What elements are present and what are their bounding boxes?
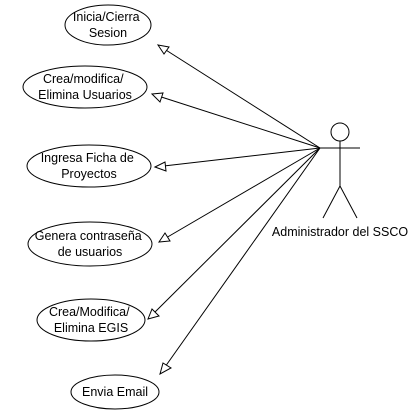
use-case-3-line-1: Ingresa Ficha de <box>41 151 134 165</box>
use-case-5-line-1: Crea/Modifica/ <box>49 305 130 319</box>
use-case-labels: Inicia/Cierra Sesion Crea/modifica/ Elim… <box>35 10 148 399</box>
use-case-6-line-1: Envia Email <box>82 385 148 399</box>
use-case-5 <box>36 298 146 342</box>
use-case-3 <box>26 144 152 188</box>
use-case-3-line-2: Proyectos <box>61 167 117 181</box>
use-case-2 <box>22 65 148 109</box>
actor-label: Administrador del SSCO <box>272 225 408 239</box>
actor-head <box>330 122 350 142</box>
use-case-6 <box>70 374 160 410</box>
actor-figure <box>320 122 360 219</box>
arrowhead-4 <box>158 232 171 243</box>
use-case-1 <box>64 4 152 46</box>
use-cases <box>22 4 160 410</box>
arrowhead-5 <box>147 308 160 320</box>
use-case-3-label: Ingresa Ficha de Proyectos <box>41 151 138 181</box>
use-case-2-label: Crea/modifica/ Elimina Usuarios <box>38 72 132 102</box>
associations <box>147 44 321 375</box>
arrowheads <box>147 44 172 376</box>
association-line-2 <box>151 93 321 149</box>
arrowhead-6 <box>159 362 172 376</box>
use-case-5-line-2: Elimina EGIS <box>54 321 128 335</box>
use-case-1-line-2: Sesion <box>89 26 127 40</box>
use-case-4-line-2: de usuarios <box>58 245 123 259</box>
association-line-5 <box>147 147 321 320</box>
association-line-4 <box>158 147 321 243</box>
use-case-4-line-1: Genera contraseña <box>35 229 142 243</box>
use-case-4-label: Genera contraseña de usuarios <box>35 229 146 259</box>
arrowhead-2 <box>150 92 164 103</box>
use-case-2-line-1: Crea/modifica/ <box>43 72 124 86</box>
arrowhead-1 <box>156 44 170 55</box>
use-case-5-label: Crea/Modifica/ Elimina EGIS <box>49 305 133 335</box>
use-case-2-line-2: Elimina Usuarios <box>38 88 132 102</box>
actor-left-leg <box>322 185 341 219</box>
association-line-6 <box>159 147 321 375</box>
actor-right-leg <box>339 185 358 219</box>
association-line-1 <box>157 44 321 149</box>
association-line-3 <box>154 147 321 168</box>
use-case-6-label: Envia Email <box>82 385 148 399</box>
arrowhead-3 <box>153 161 167 172</box>
use-case-4 <box>27 221 153 267</box>
use-case-1-label: Inicia/Cierra Sesion <box>73 10 143 40</box>
use-case-1-line-1: Inicia/Cierra <box>73 10 140 24</box>
